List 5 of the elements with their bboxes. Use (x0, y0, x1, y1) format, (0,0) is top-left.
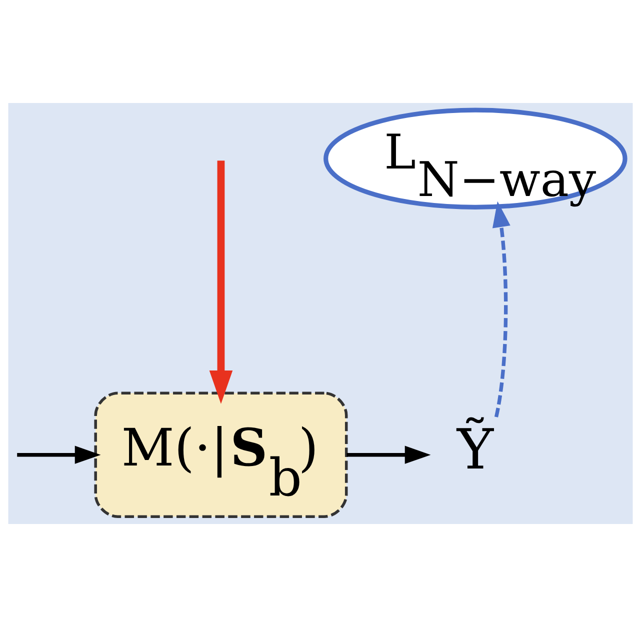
arrow (17, 445, 101, 464)
arrow (346, 445, 431, 464)
arrow (492, 200, 510, 417)
node-text: Ỹ (456, 418, 494, 482)
arrow (209, 160, 233, 404)
